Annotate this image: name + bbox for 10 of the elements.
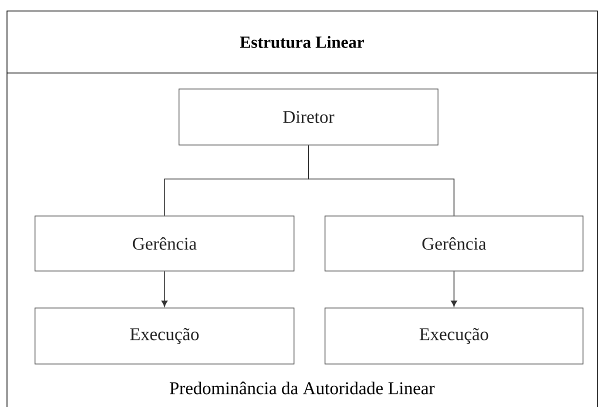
org-box: Execução: [34, 308, 294, 364]
org-box: Diretor: [178, 88, 438, 146]
caption: Predominância da Autoridade Linear: [170, 382, 435, 394]
org-box: Gerência: [324, 216, 584, 272]
arrow: [161, 270, 168, 307]
org-box: Execução: [324, 308, 584, 364]
table-heading: Estrutura Linear: [240, 36, 364, 48]
arrow: [450, 270, 458, 307]
org-box: Gerência: [34, 216, 294, 272]
connector-line: [308, 144, 454, 216]
